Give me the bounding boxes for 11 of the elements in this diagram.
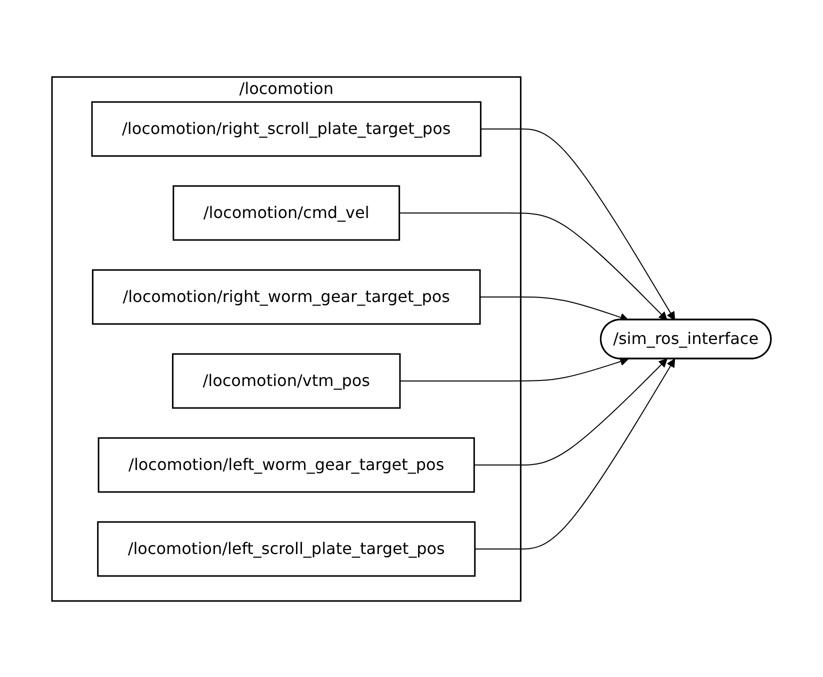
node-box: /locomotion/right_scroll_plate_target_pos [91,100,482,156]
node-box: /locomotion/cmd_vel [172,184,400,240]
arrow [400,356,629,381]
node-box: /locomotion/right_worm_gear_target_pos [92,268,481,324]
arrow [480,128,676,320]
node-box: /locomotion/left_scroll_plate_target_pos [97,520,476,576]
arrow [474,358,676,549]
node-box: /locomotion/left_worm_gear_target_pos [98,436,475,492]
node-box: /locomotion/vtm_pos [172,352,401,408]
arrow [474,358,668,465]
arrow [398,212,668,320]
